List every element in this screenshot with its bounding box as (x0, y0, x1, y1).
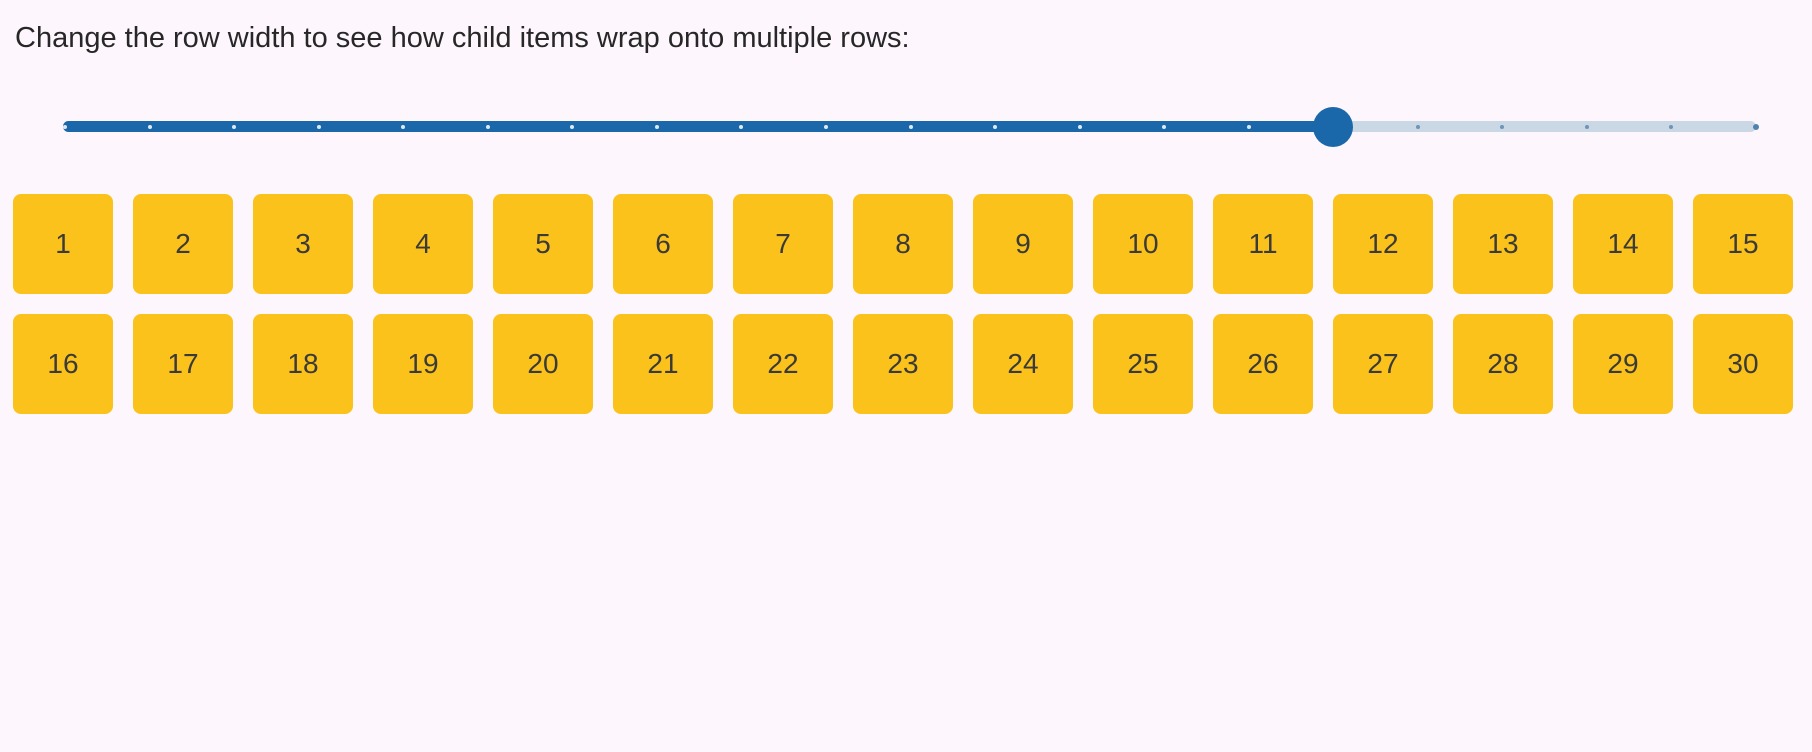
tile: 25 (1093, 314, 1193, 414)
slider-fill (63, 121, 1333, 132)
row-width-slider[interactable] (43, 97, 1776, 157)
tile: 28 (1453, 314, 1553, 414)
slider-tick (570, 124, 575, 129)
slider-tick (1246, 124, 1251, 129)
tile: 13 (1453, 194, 1553, 294)
tile: 29 (1573, 314, 1673, 414)
tile: 9 (973, 194, 1073, 294)
slider-tick (1162, 124, 1167, 129)
slider-tick (1753, 123, 1759, 130)
tile: 6 (613, 194, 713, 294)
tile: 5 (493, 194, 593, 294)
tile: 19 (373, 314, 473, 414)
tile: 21 (613, 314, 713, 414)
slider-tick (1077, 124, 1082, 129)
slider-tick (63, 124, 67, 129)
slider-tick (654, 124, 659, 129)
tile: 3 (253, 194, 353, 294)
tile: 26 (1213, 314, 1313, 414)
tile: 30 (1693, 314, 1793, 414)
tile: 22 (733, 314, 833, 414)
tile: 4 (373, 194, 473, 294)
slider-ticks (63, 97, 1759, 157)
slider-tick (485, 124, 490, 129)
slider-tick (1669, 124, 1674, 129)
tile: 14 (1573, 194, 1673, 294)
slider-tick (1415, 124, 1420, 129)
slider-tick (1584, 124, 1589, 129)
tile: 1 (13, 194, 113, 294)
tile: 8 (853, 194, 953, 294)
tile: 16 (13, 314, 113, 414)
slider-tick (908, 124, 913, 129)
tile: 12 (1333, 194, 1433, 294)
slider-tick (316, 124, 321, 129)
slider-thumb[interactable] (1313, 107, 1353, 147)
tile: 10 (1093, 194, 1193, 294)
tile: 24 (973, 314, 1073, 414)
slider-tick (1500, 124, 1505, 129)
tile: 7 (733, 194, 833, 294)
tile: 17 (133, 314, 233, 414)
tile: 15 (1693, 194, 1793, 294)
slider-tick (147, 124, 152, 129)
slider-tick (739, 124, 744, 129)
slider-tick (993, 124, 998, 129)
tile: 27 (1333, 314, 1433, 414)
slider-tick (232, 124, 237, 129)
tile: 2 (133, 194, 233, 294)
tile: 18 (253, 314, 353, 414)
slider-tick (401, 124, 406, 129)
instruction-text: Change the row width to see how child it… (15, 22, 910, 54)
slider-tick (823, 124, 828, 129)
tile: 23 (853, 314, 953, 414)
tile: 11 (1213, 194, 1313, 294)
tile: 20 (493, 314, 593, 414)
